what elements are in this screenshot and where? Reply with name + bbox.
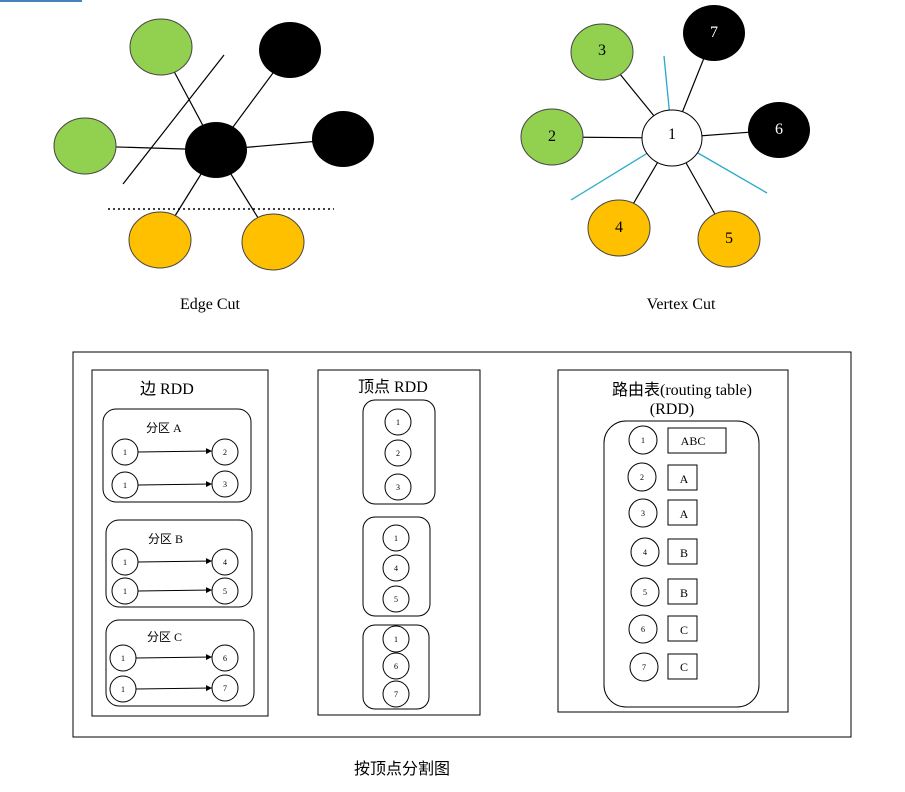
vertex-g1-0: 1 <box>396 418 400 427</box>
vertex-group-1 <box>362 399 436 505</box>
vertex-g3-2: 7 <box>394 690 398 699</box>
edge-dst-a2: 3 <box>223 480 227 489</box>
vertex-cut-label-2: 2 <box>548 128 556 145</box>
vertex-rdd-title: 顶点 RDD <box>358 378 428 396</box>
edge-src-c2: 1 <box>121 685 125 694</box>
edge-cut-black-node <box>259 22 321 78</box>
vertex-rdd-panel <box>317 369 481 716</box>
edge-cut-orange-node <box>128 211 192 269</box>
partition-a-box <box>102 408 252 503</box>
edge-cut-green-node <box>129 18 193 76</box>
edge-cut-graph <box>53 18 374 271</box>
vertex-cut-node-5 <box>697 210 761 268</box>
rdd-outer-frame <box>72 351 852 738</box>
edge-src-a2: 1 <box>123 481 127 490</box>
vertex-g2-1: 4 <box>394 564 398 573</box>
vertex-cut-node-2 <box>520 108 584 166</box>
routing-vertex-6: 6 <box>641 625 645 634</box>
edge-cut-center-node <box>185 122 247 178</box>
vertex-g3-0: 1 <box>394 635 398 644</box>
routing-vertex-2: 2 <box>640 473 644 482</box>
vertex-cut-node-3 <box>570 23 634 81</box>
vertex-cut-label-4: 4 <box>615 219 623 236</box>
vertex-g2-0: 1 <box>394 534 398 543</box>
routing-title-line2: (RDD) <box>650 401 694 418</box>
routing-parts-2: A <box>680 472 689 486</box>
partition-b-box <box>105 519 253 608</box>
routing-vertex-4: 4 <box>643 548 647 557</box>
edge-dst-a1: 2 <box>223 448 227 457</box>
edge-src-a1: 1 <box>123 448 127 457</box>
vertex-cut-label-6: 6 <box>775 121 783 138</box>
routing-parts-1: ABC <box>681 434 706 448</box>
edge-src-b2: 1 <box>123 587 127 596</box>
edge-dst-b1: 4 <box>223 558 227 567</box>
vertex-cut-label-7: 7 <box>710 24 718 41</box>
vertex-cut-center-label: 1 <box>668 126 676 143</box>
partition-b-label: 分区 B <box>148 532 183 546</box>
edge-dst-b2: 5 <box>223 587 227 596</box>
routing-vertex-7: 7 <box>642 663 646 672</box>
routing-parts-3: A <box>680 507 689 521</box>
routing-vertex-5: 5 <box>643 588 647 597</box>
routing-list-box <box>603 420 760 708</box>
edge-cut-diagonal-line <box>122 54 225 185</box>
vertex-g1-1: 2 <box>396 449 400 458</box>
routing-title-line1: 路由表(routing table) <box>612 381 752 399</box>
routing-vertex-3: 3 <box>641 509 645 518</box>
edge-cut-black-node <box>312 111 374 167</box>
vertex-g3-1: 6 <box>394 662 398 671</box>
vertex-cut-label-3: 3 <box>598 42 606 59</box>
vertex-cut-node-6 <box>748 102 810 158</box>
routing-parts-7: C <box>680 660 688 674</box>
partition-c-box <box>105 619 255 707</box>
vertex-g1-2: 3 <box>396 483 400 492</box>
edge-rdd-title: 边 RDD <box>140 380 194 398</box>
edge-cut-green-node <box>53 117 117 175</box>
vertex-cut-node-7 <box>683 5 745 61</box>
routing-rdd-panel <box>557 369 789 713</box>
figure-caption: 按顶点分割图 <box>354 760 450 778</box>
partition-c-label: 分区 C <box>147 630 182 644</box>
vertex-cut-label-5: 5 <box>725 230 733 247</box>
routing-parts-6: C <box>680 623 688 637</box>
routing-parts-5: B <box>680 586 688 600</box>
vertex-g2-2: 5 <box>394 595 398 604</box>
vertex-cut-node-4 <box>587 199 651 257</box>
edge-cut-caption: Edge Cut <box>180 296 241 313</box>
edge-src-b1: 1 <box>123 558 127 567</box>
routing-vertex-1: 1 <box>641 436 645 445</box>
edge-dst-c1: 6 <box>223 654 227 663</box>
edge-src-c1: 1 <box>121 654 125 663</box>
edge-rdd-panel <box>91 369 269 717</box>
vertex-group-3 <box>362 624 430 710</box>
edge-cut-orange-node <box>241 213 305 271</box>
vertex-group-2 <box>362 516 431 617</box>
routing-parts-4: B <box>680 546 688 560</box>
vertex-cut-caption: Vertex Cut <box>647 296 716 313</box>
edge-dst-c2: 7 <box>223 684 227 693</box>
vertex-cut-graph <box>520 5 810 268</box>
partition-a-label: 分区 A <box>146 421 182 435</box>
vertex-cut-center-node <box>641 109 703 167</box>
